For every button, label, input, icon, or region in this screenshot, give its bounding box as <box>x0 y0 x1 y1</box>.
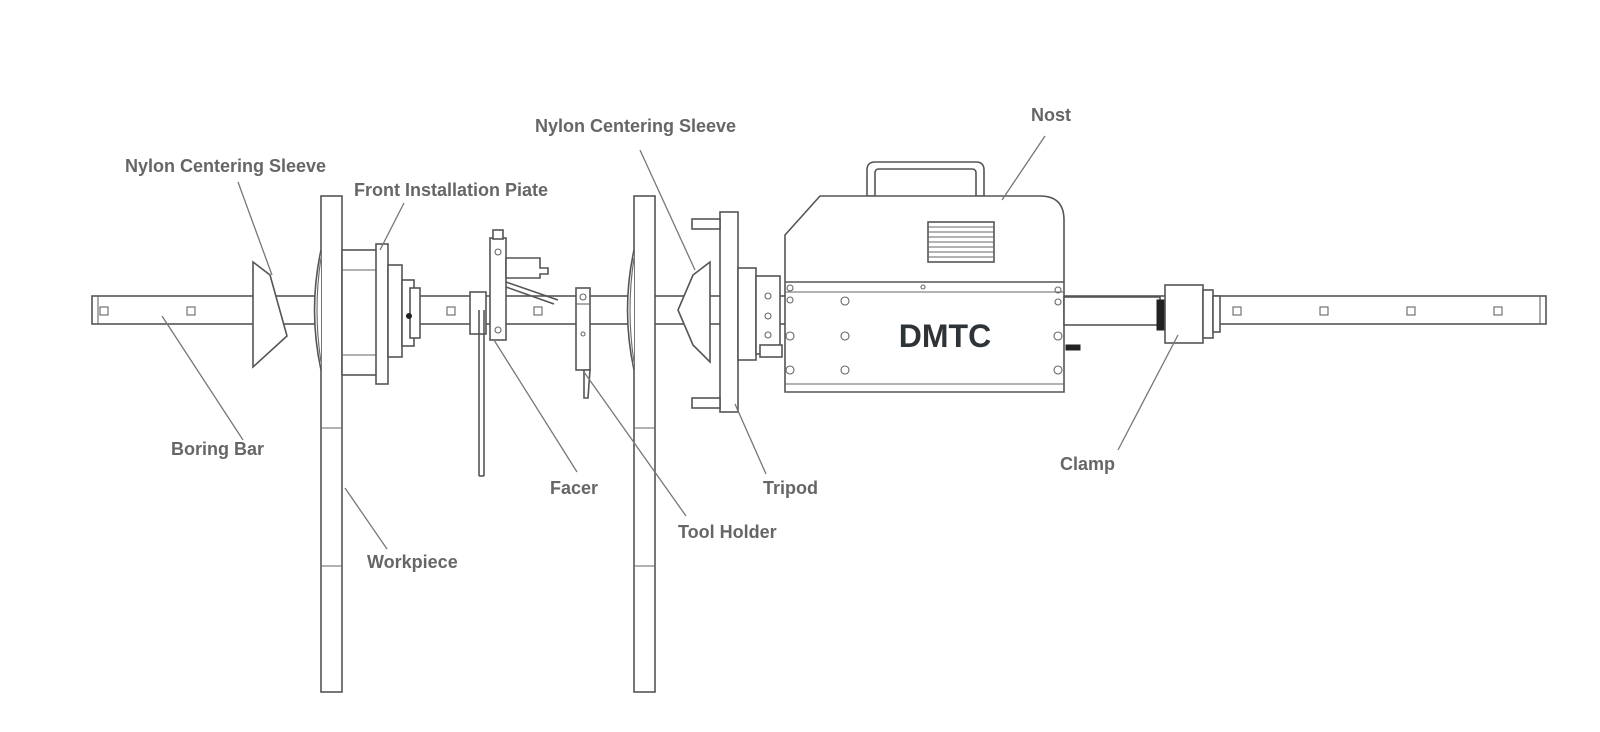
label-boring-bar: Boring Bar <box>171 439 264 459</box>
label-nylon-sleeve-left: Nylon Centering Sleeve <box>125 156 326 176</box>
workpiece-mid-shape <box>626 195 656 693</box>
label-tripod: Tripod <box>763 478 818 498</box>
brand-logo: DMTC <box>899 318 991 354</box>
nylon-sleeve-mid-shape <box>677 260 711 364</box>
screws <box>785 284 1063 375</box>
leader-lines <box>161 135 1179 550</box>
label-workpiece: Workpiece <box>367 552 458 572</box>
tripod-shape <box>691 211 783 413</box>
tool-holder-shape <box>575 287 591 399</box>
front-plate-shape <box>341 243 421 385</box>
workpiece-left-shape <box>313 195 343 693</box>
label-nylon-sleeve-mid: Nylon Centering Sleeve <box>535 116 736 136</box>
facer-shape <box>469 229 559 477</box>
label-front-installation-plate: Front Installation Piate <box>354 180 548 200</box>
label-tool-holder: Tool Holder <box>678 522 777 542</box>
clamp-shape <box>1063 284 1221 344</box>
label-facer: Facer <box>550 478 598 498</box>
label-clamp: Clamp <box>1060 454 1115 474</box>
drive-unit-shape: DMTC <box>784 161 1081 393</box>
label-nost: Nost <box>1031 105 1071 125</box>
nylon-sleeve-left-shape <box>252 260 288 369</box>
vent-grille <box>927 221 995 263</box>
